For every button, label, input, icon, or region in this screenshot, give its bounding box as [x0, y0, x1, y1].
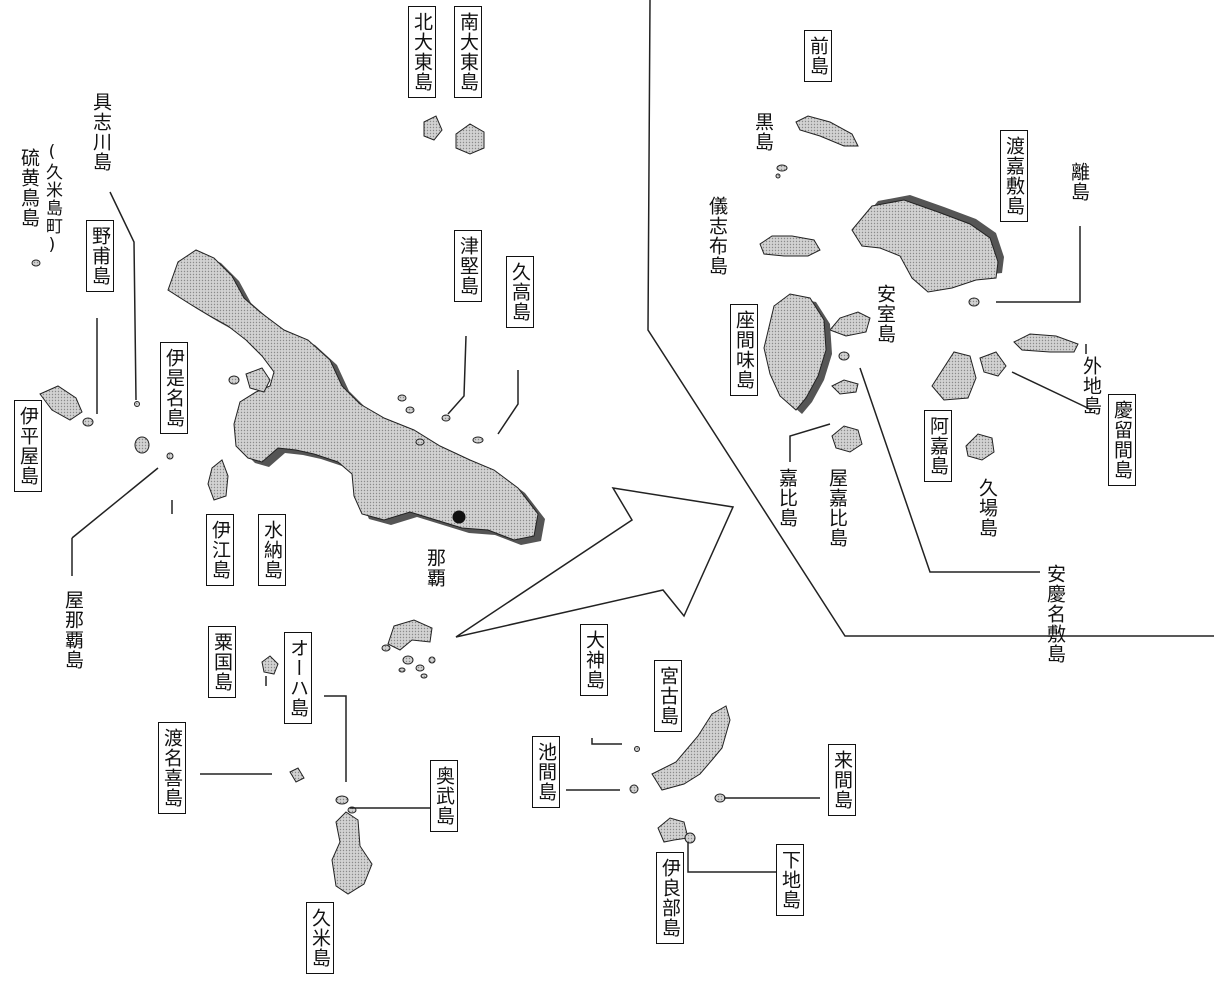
label-tsuken: 津堅島 — [454, 230, 482, 302]
label-iou: 硫黄鳥島 — [18, 148, 40, 228]
label-shimoji: 下地島 — [776, 844, 804, 916]
label-naha: 那覇 — [424, 548, 446, 588]
label-ogami: 大神島 — [580, 624, 608, 696]
label-nodaki: 野甫島 — [86, 220, 114, 292]
label-gahi: 嘉比島 — [776, 468, 798, 528]
label-ikema: 池間島 — [532, 736, 560, 808]
label-ohajima: オーハ島 — [284, 632, 312, 724]
leader-lines — [71, 191, 1093, 873]
label-oujima: 奥武島 — [430, 760, 458, 832]
label-yanaha: 屋那覇島 — [62, 590, 84, 670]
zamami-island — [763, 293, 832, 414]
label-geruma: 慶留間島 — [1108, 394, 1136, 486]
okinawa-main-island — [167, 249, 545, 545]
label-minna: 水納島 — [258, 514, 286, 586]
label-kurima: 来間島 — [828, 744, 856, 816]
label-mae: 前島 — [804, 30, 832, 82]
label-tokashiki: 渡嘉敷島 — [1000, 130, 1028, 222]
label-iou-note: (久米島町) — [42, 142, 62, 256]
tokashiki-island — [851, 195, 1004, 293]
label-zamami: 座間味島 — [730, 304, 758, 396]
label-kudaka: 久高島 — [506, 256, 534, 328]
small-islands — [31, 115, 1079, 895]
label-kuro: 黒島 — [752, 112, 774, 152]
label-kuba: 久場島 — [976, 478, 998, 538]
label-yakabi: 屋嘉比島 — [826, 468, 848, 548]
label-iheya: 伊平屋島 — [14, 400, 42, 492]
label-izena: 伊是名島 — [160, 342, 188, 434]
label-kume: 久米島 — [306, 902, 334, 974]
label-miyako: 宮古島 — [654, 660, 682, 732]
naha-city-marker — [452, 510, 466, 524]
label-aguni: 粟国島 — [208, 626, 236, 698]
inset-arrow — [455, 487, 735, 638]
label-kita-daito: 北大東島 — [408, 6, 436, 98]
label-ie: 伊江島 — [206, 514, 234, 586]
label-hanare: 離島 — [1068, 162, 1090, 202]
label-aka: 阿嘉島 — [924, 410, 952, 482]
label-gushikawa: 具志川島 — [90, 92, 112, 172]
label-sotochi: 外地島 — [1080, 356, 1102, 416]
label-agenashiki: 安慶名敷島 — [1044, 564, 1066, 664]
label-amuro: 安室島 — [874, 284, 896, 344]
label-gishippu: 儀志布島 — [706, 196, 728, 276]
label-tonaki: 渡名喜島 — [158, 722, 186, 814]
inset-frame — [647, 0, 1214, 637]
label-minami-daito: 南大東島 — [454, 6, 482, 98]
label-irabu: 伊良部島 — [656, 852, 684, 944]
